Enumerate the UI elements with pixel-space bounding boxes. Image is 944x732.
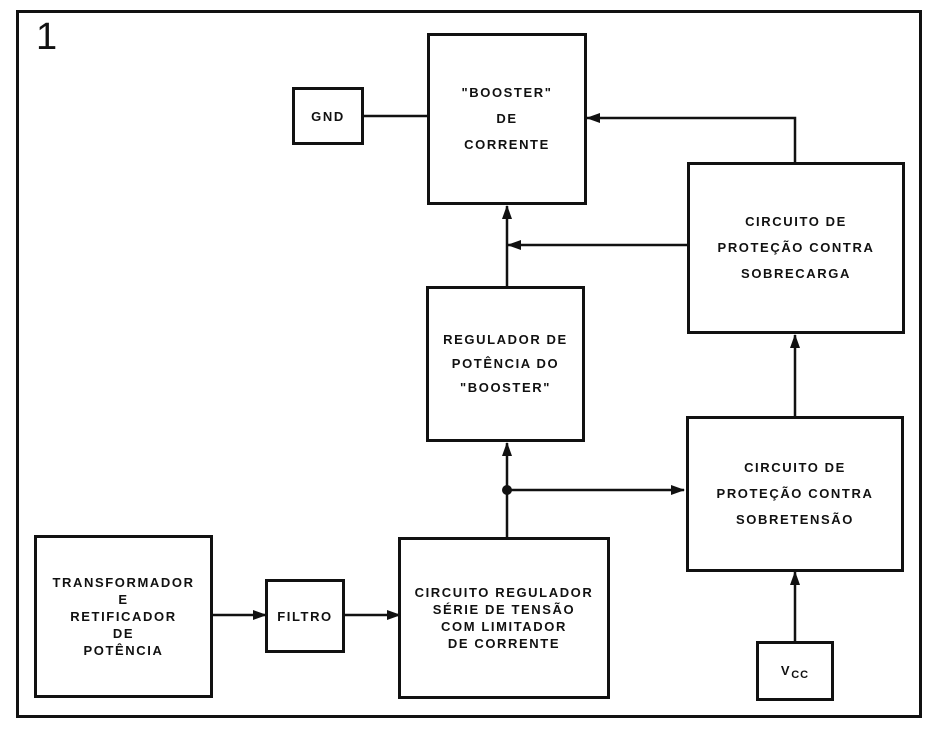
booster-label-line-1: "BOOSTER" [461, 85, 553, 100]
transformer-label-line-5: POTÊNCIA [83, 643, 164, 658]
power-regulator-label-line-3: "BOOSTER" [459, 380, 551, 395]
junction-dot [502, 485, 512, 495]
overvoltage-label-line-2: PROTEÇÃO CONTRA [716, 486, 874, 501]
filter-block: FILTRO [265, 579, 345, 653]
series-regulator-label-line-3: COM LIMITADOR [441, 619, 567, 634]
series-voltage-regulator-block: CIRCUITO REGULADOR SÉRIE DE TENSÃO COM L… [398, 537, 610, 699]
wire-overload-to-booster [586, 113, 797, 163]
overload-label-line-2: PROTEÇÃO CONTRA [717, 240, 875, 255]
gnd-block: GND [292, 87, 364, 145]
filter-label: FILTRO [277, 608, 333, 624]
vcc-label: V CC [781, 662, 809, 681]
overvoltage-protection-block: CIRCUITO DE PROTEÇÃO CONTRA SOBRETENSÃO [686, 416, 904, 572]
series-regulator-label-line-2: SÉRIE DE TENSÃO [432, 602, 576, 617]
vcc-main: V [780, 662, 792, 678]
transformer-rectifier-block: TRANSFORMADOR E RETIFICADOR DE POTÊNCIA [34, 535, 213, 698]
transformer-label-line-3: RETIFICADOR [70, 609, 177, 624]
transformer-label-line-1: TRANSFORMADOR [52, 575, 195, 590]
overload-label-line-3: SOBRECARGA [741, 266, 851, 281]
figure-frame [16, 10, 922, 718]
booster-label-line-3: CORRENTE [464, 137, 550, 152]
series-regulator-label-line-1: CIRCUITO REGULADOR [414, 585, 594, 600]
booster-label-line-2: DE [496, 111, 518, 126]
power-regulator-label-line-1: REGULADOR DE [443, 332, 568, 347]
current-booster-block: "BOOSTER" DE CORRENTE [427, 33, 587, 205]
booster-power-regulator-block: REGULADOR DE POTÊNCIA DO "BOOSTER" [426, 286, 585, 442]
overload-protection-block: CIRCUITO DE PROTEÇÃO CONTRA SOBRECARGA [687, 162, 905, 334]
series-regulator-label-line-4: DE CORRENTE [447, 636, 561, 651]
overvoltage-label-line-1: CIRCUITO DE [744, 460, 846, 475]
power-regulator-label-line-2: POTÊNCIA DO [451, 356, 560, 371]
transformer-label-line-4: DE [112, 626, 135, 641]
vcc-subscript: CC [791, 668, 810, 681]
figure-number: 1 [36, 16, 58, 58]
vcc-block: V CC [756, 641, 834, 701]
transformer-label-line-2: E [118, 592, 129, 607]
overload-label-line-1: CIRCUITO DE [745, 214, 847, 229]
overvoltage-label-line-3: SOBRETENSÃO [735, 512, 854, 527]
gnd-label: GND [311, 108, 345, 124]
